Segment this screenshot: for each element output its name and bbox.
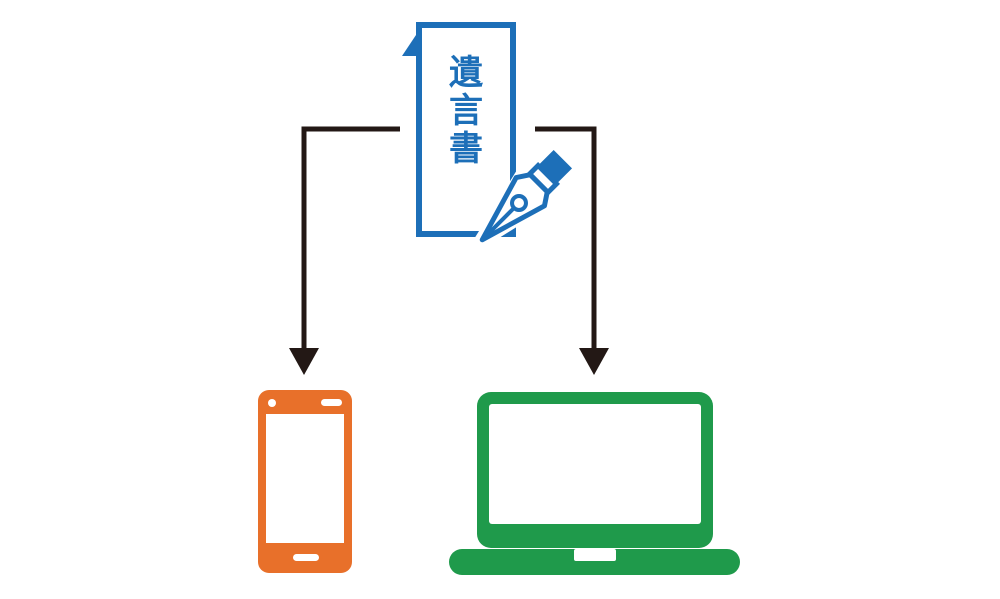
- will-title-char-1: 遺: [449, 53, 484, 93]
- will-title-char-2: 言: [449, 91, 483, 131]
- smartphone-screen: [266, 414, 344, 543]
- arrowhead-right-icon: [579, 348, 609, 375]
- fountain-pen-icon: [472, 140, 582, 250]
- laptop-base: [449, 549, 740, 575]
- laptop-trackpad-notch: [574, 549, 616, 561]
- arrowhead-left-icon: [289, 348, 319, 375]
- will-document-icon: 遺 言 書: [402, 22, 516, 237]
- laptop-icon: [449, 392, 740, 575]
- will-title-char-3: 書: [449, 129, 483, 169]
- smartphone-home-button: [293, 554, 319, 561]
- smartphone-icon: [258, 390, 352, 573]
- smartphone-speaker-icon: [321, 399, 342, 406]
- arrow-to-smartphone: [289, 126, 400, 375]
- smartphone-camera-icon: [268, 399, 276, 407]
- arrow-to-laptop: [535, 126, 609, 375]
- laptop-screen: [489, 404, 701, 524]
